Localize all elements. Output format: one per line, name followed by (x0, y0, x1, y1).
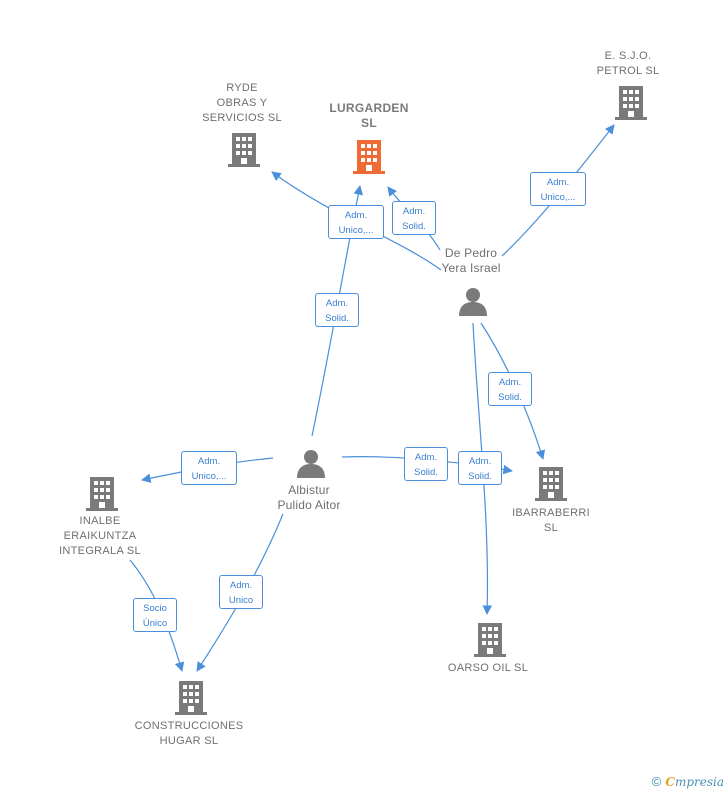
edge-label-depedro-ibarraberri[interactable]: Adm. Solid. (488, 372, 532, 406)
building-icon[interactable] (535, 465, 567, 501)
person-icon[interactable] (296, 448, 326, 478)
node-ryde-label[interactable]: RYDE OBRAS Y SERVICIOS SL (202, 82, 282, 124)
node-esjo-label[interactable]: E. S.J.O. PETROL SL (596, 50, 660, 77)
node-depedro-label[interactable]: De Pedro Yera Israel (441, 246, 501, 275)
building-icon[interactable] (353, 138, 385, 174)
node-construcciones-label[interactable]: CONSTRUCCIONES HUGAR SL (134, 720, 244, 747)
building-icon[interactable] (228, 131, 260, 167)
edge-label-albistur-lurgarden[interactable]: Adm. Solid. (315, 293, 359, 327)
node-inalbe-label[interactable]: INALBE ERAIKUNTZA INTEGRALA SL (59, 515, 141, 557)
edge-label-depedro-oarso[interactable]: Adm. Solid. (458, 451, 502, 485)
edge-label-albistur-inalbe[interactable]: Adm. Unico,... (181, 451, 237, 485)
edge-label-albistur-ibarraberri[interactable]: Adm. Solid. (404, 447, 448, 481)
building-icon[interactable] (175, 679, 207, 715)
edge-label-depedro-ryde[interactable]: Adm. Unico,... (328, 205, 384, 239)
person-icon[interactable] (458, 286, 488, 316)
footer-brand: © Cmpresia (652, 774, 724, 789)
building-icon[interactable] (615, 84, 647, 120)
node-oarso-label[interactable]: OARSO OIL SL (447, 662, 529, 674)
edge-label-albistur-construcciones[interactable]: Adm. Unico (219, 575, 263, 609)
node-albistur-label[interactable]: Albistur Pulido Aitor (277, 483, 341, 512)
building-icon[interactable] (86, 475, 118, 511)
copyright-icon: © (651, 774, 662, 789)
node-ibarraberri-label[interactable]: IBARRABERRI SL (512, 507, 590, 534)
edge-label-inalbe-construcciones[interactable]: Socio Único (133, 598, 177, 632)
building-icon[interactable] (474, 621, 506, 657)
node-lurgarden-label[interactable]: LURGARDEN SL (329, 101, 409, 130)
brand-logo: Cmpresia (665, 774, 724, 789)
edge-label-depedro-esjo[interactable]: Adm. Unico,... (530, 172, 586, 206)
edge-label-depedro-lurgarden[interactable]: Adm. Solid. (392, 201, 436, 235)
